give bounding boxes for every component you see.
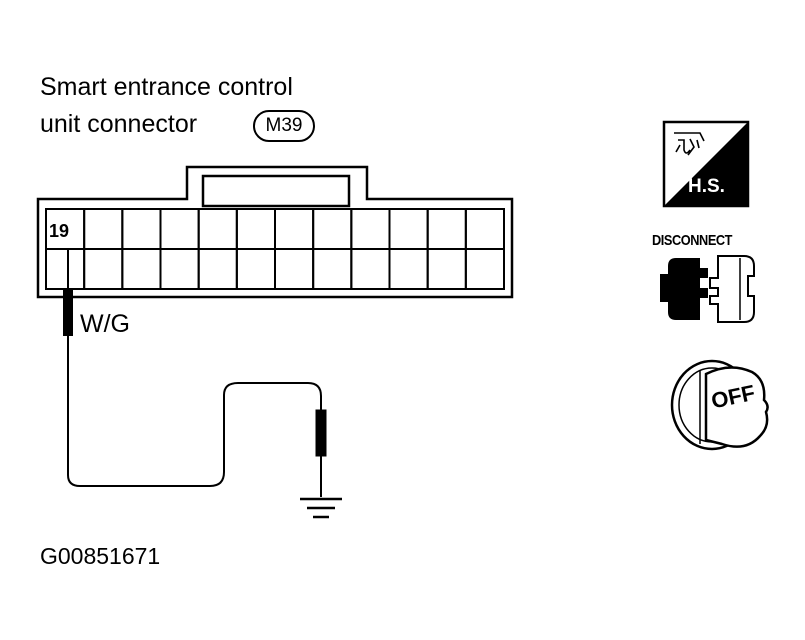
probe-tip-connector	[63, 288, 73, 336]
connector-pin-cavity	[197, 248, 238, 290]
wire-color-label: W/G	[80, 310, 130, 338]
harness-side-icon	[662, 120, 750, 208]
connector-latch	[201, 174, 351, 208]
connector-pin-cavity	[426, 248, 467, 290]
test-wire	[67, 336, 322, 487]
connector-pin-cavity	[464, 248, 506, 290]
connector-pin-cavity	[274, 248, 315, 290]
connector-pin-cavity	[121, 208, 162, 250]
disconnect-connector-icon	[660, 255, 755, 323]
ignition-key-off-icon	[670, 359, 769, 451]
hs-label: H.S.	[688, 176, 725, 197]
disconnect-label: DISCONNECT	[652, 232, 733, 249]
connector-pin-cavity	[83, 208, 124, 250]
connector-pin-cavity	[197, 208, 238, 250]
connector-pin-cavity	[159, 248, 200, 290]
connector-pin-cavity	[121, 248, 162, 290]
connector-pin-cavity	[235, 208, 276, 250]
connector-pin-cavity	[464, 208, 506, 250]
title-line-2: unit connector	[40, 110, 198, 138]
connector-pin-cavity	[159, 208, 200, 250]
connector-code-badge: M39	[253, 110, 315, 142]
pin-number-label: 19	[49, 221, 70, 241]
connector-pin-cavity	[235, 248, 276, 290]
connector-pin-cavity	[350, 248, 391, 290]
ground-icon	[300, 497, 342, 519]
connector-outline	[36, 165, 514, 299]
probe-tip-ground	[315, 409, 327, 457]
figure-id: G00851671	[40, 543, 161, 569]
connector-pin-cavity	[426, 208, 467, 250]
connector-pin-cavity	[312, 208, 353, 250]
connector-pin-grid	[45, 208, 506, 290]
connector-pin-cavity	[274, 208, 315, 250]
title-line-1: Smart entrance control	[40, 73, 293, 101]
connector-pin-cavity	[45, 248, 86, 290]
connector-pin-cavity	[83, 248, 124, 290]
connector-pin-cavity	[312, 248, 353, 290]
connector-pin-cavity	[388, 248, 429, 290]
connector-pin-cavity	[350, 208, 391, 250]
connector-pin-cavity	[388, 208, 429, 250]
